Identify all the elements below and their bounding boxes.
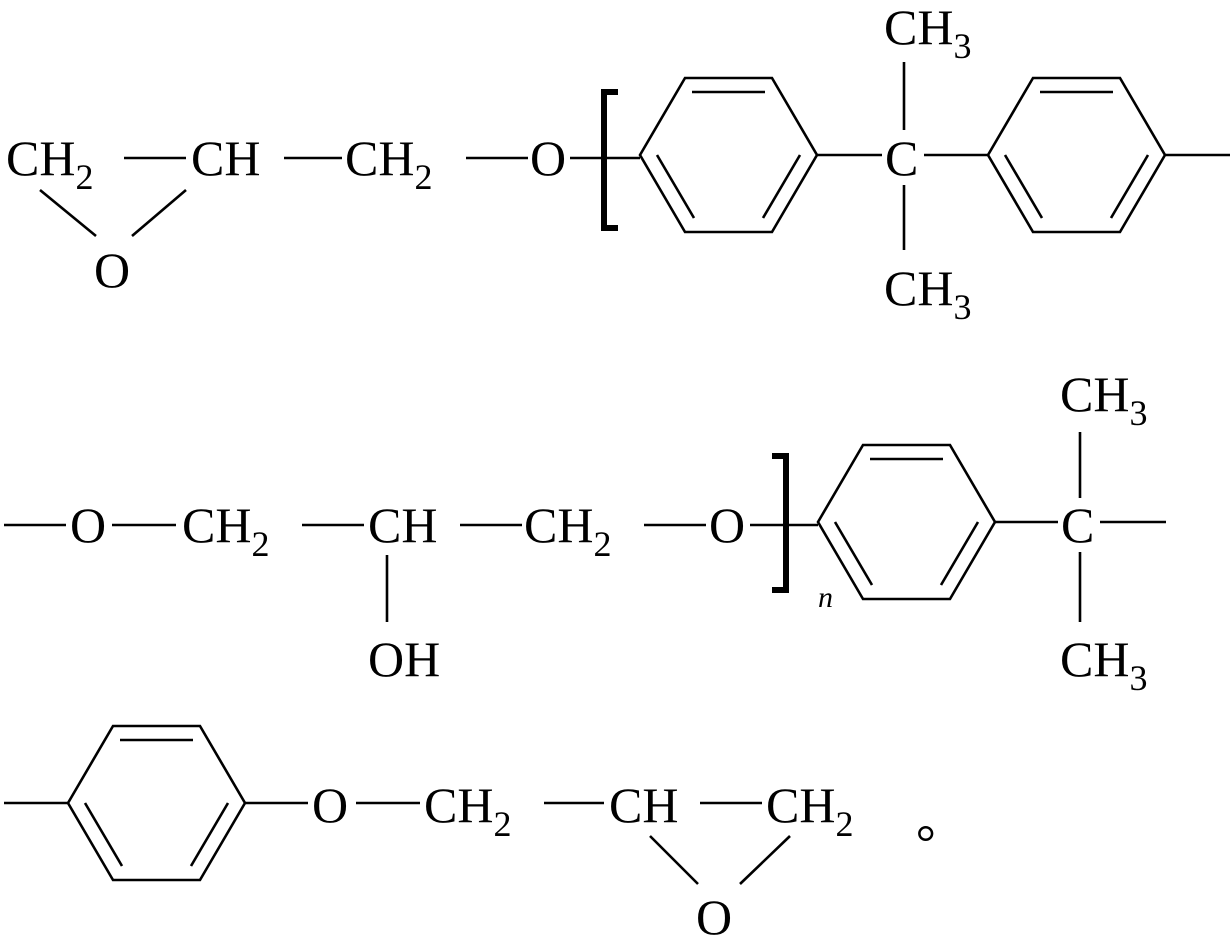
row2-methyl-bottom: CH3 [1060, 631, 1147, 698]
row2-ch2: CH2 [182, 497, 269, 564]
benzene-ring [816, 443, 997, 601]
bond [655, 154, 696, 219]
repeat-index-n: n [818, 581, 833, 614]
bond [39, 188, 97, 238]
row1-methyl-bottom: CH3 [884, 260, 971, 327]
row3-epoxide-ch2: CH2 [766, 777, 853, 844]
repeat-bracket-close [772, 453, 789, 593]
row1-ch2: CH2 [345, 130, 432, 197]
row1-epoxide-o: O [94, 242, 130, 298]
benzene-ring [638, 76, 819, 234]
row2-ether-o-b: O [709, 497, 745, 553]
bond [939, 521, 980, 586]
row1-epoxide-ch2: CH2 [6, 130, 93, 197]
bond [739, 835, 791, 885]
row3-epoxide-ch: CH [609, 777, 678, 833]
bond [1003, 154, 1044, 219]
bond [189, 802, 230, 867]
row2-ch: CH [368, 497, 437, 553]
row3-ch2: CH2 [424, 777, 511, 844]
bond [83, 802, 124, 867]
bond [833, 521, 874, 586]
row3-epoxide-o: O [696, 889, 732, 944]
row2-methyl-top: CH3 [1060, 366, 1147, 433]
row2-ch2-b: CH2 [524, 497, 611, 564]
row2-quaternary-c: C [1061, 497, 1094, 553]
row3-ether-o: O [312, 777, 348, 833]
bond [1109, 154, 1150, 219]
row1-quaternary-c: C [885, 130, 918, 186]
row2-hydroxyl: OH [368, 631, 440, 687]
benzene-ring [986, 76, 1167, 234]
bond [649, 835, 699, 885]
bond [761, 154, 802, 219]
benzene-ring [66, 724, 247, 882]
row2-ether-o: O [70, 497, 106, 553]
repeat-bracket-open [601, 89, 618, 231]
row1-methyl-top: CH3 [884, 0, 971, 66]
end-mark: 。 [916, 793, 966, 849]
bond [131, 189, 187, 237]
row1-epoxide-ch: CH [191, 130, 260, 186]
row1-ether-o: O [530, 130, 566, 186]
